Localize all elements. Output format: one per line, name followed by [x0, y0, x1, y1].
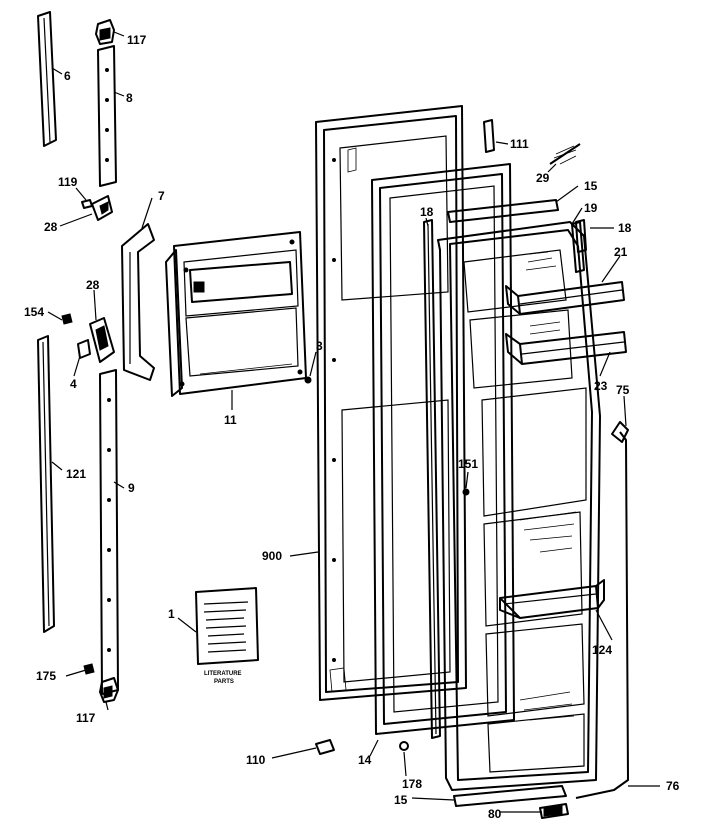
callout-18-left: 18 [420, 205, 434, 219]
callout-80: 80 [488, 807, 502, 821]
callout-900: 900 [262, 549, 282, 563]
callout-111: 111 [510, 137, 529, 151]
callout-121: 121 [66, 467, 86, 481]
callout-23: 23 [594, 379, 608, 393]
part-29-clip [549, 143, 581, 165]
callout-110: 110 [246, 753, 266, 767]
callout-19: 19 [584, 201, 598, 215]
part-23-shelf [505, 331, 627, 365]
callout-124: 124 [592, 643, 612, 657]
part-900-outer-door [315, 105, 467, 701]
part-7-door-handle [121, 223, 155, 381]
part-80-stop [539, 803, 569, 819]
part-4-spacer [77, 339, 91, 359]
part-1-literature-booklet: LITERATURE PARTS [195, 587, 259, 685]
callout-7: 7 [158, 189, 165, 203]
literature-caption-line1: LITERATURE [204, 671, 242, 677]
callout-117-bottom: 117 [76, 711, 96, 725]
callout-15-bottom: 15 [394, 793, 408, 807]
part-15-bottom-bracket [453, 785, 567, 807]
part-18-right-strip [575, 219, 587, 253]
callout-28-mid: 28 [86, 278, 100, 292]
part-28-upper-clip [91, 195, 113, 221]
callout-178: 178 [402, 777, 422, 791]
leader-lines [47, 31, 660, 813]
part-9-handle-bracket [99, 369, 119, 695]
literature-caption-line2: PARTS [214, 679, 234, 685]
part-3-fastener [304, 376, 312, 384]
part-117-top-cap [95, 19, 115, 45]
callout-28-upper: 28 [44, 220, 58, 234]
part-111-pin [483, 119, 495, 153]
part-28-mid-clip [89, 317, 115, 363]
part-15-top-bracket [447, 199, 559, 223]
callout-117-top: 117 [127, 33, 147, 47]
part-117-bottom-cap [99, 677, 119, 703]
part-18-left-rail [423, 219, 441, 739]
callout-3: 3 [316, 339, 323, 353]
part-75-fitting [611, 421, 629, 443]
part-175-screw [83, 663, 95, 675]
callouts: 117 6 8 119 28 7 28 154 4 121 9 11 3 900… [24, 33, 680, 821]
part-14-door-gasket [371, 163, 515, 735]
callout-15-top: 15 [584, 179, 598, 193]
callout-119: 119 [58, 175, 78, 189]
callout-154: 154 [24, 305, 44, 319]
callout-14: 14 [358, 753, 372, 767]
part-151-fastener [462, 488, 470, 496]
part-154-screw [61, 313, 73, 325]
callout-29: 29 [536, 171, 550, 185]
part-119-screw [81, 199, 93, 209]
callout-175: 175 [36, 669, 56, 683]
part-11-dispenser-panel [165, 231, 307, 397]
callout-75: 75 [616, 383, 630, 397]
part-124-bin [499, 579, 605, 619]
callout-11: 11 [224, 413, 237, 427]
part-21-shelf [505, 281, 625, 315]
callout-8: 8 [126, 91, 133, 105]
part-76-tube [575, 431, 629, 799]
part-6-trim-strip [37, 11, 57, 147]
part-178-screw [399, 741, 409, 751]
door-liner [437, 221, 601, 791]
callout-6: 6 [64, 69, 71, 83]
part-110-plug [315, 739, 335, 755]
callout-1: 1 [168, 607, 175, 621]
callout-151: 151 [458, 457, 478, 471]
part-121-trim-strip [37, 335, 55, 633]
callout-21: 21 [614, 245, 628, 259]
part-8-handle-bracket [97, 45, 117, 187]
callout-4: 4 [70, 377, 77, 391]
callout-76: 76 [666, 779, 680, 793]
callout-9: 9 [128, 481, 135, 495]
callout-18-right: 18 [618, 221, 632, 235]
